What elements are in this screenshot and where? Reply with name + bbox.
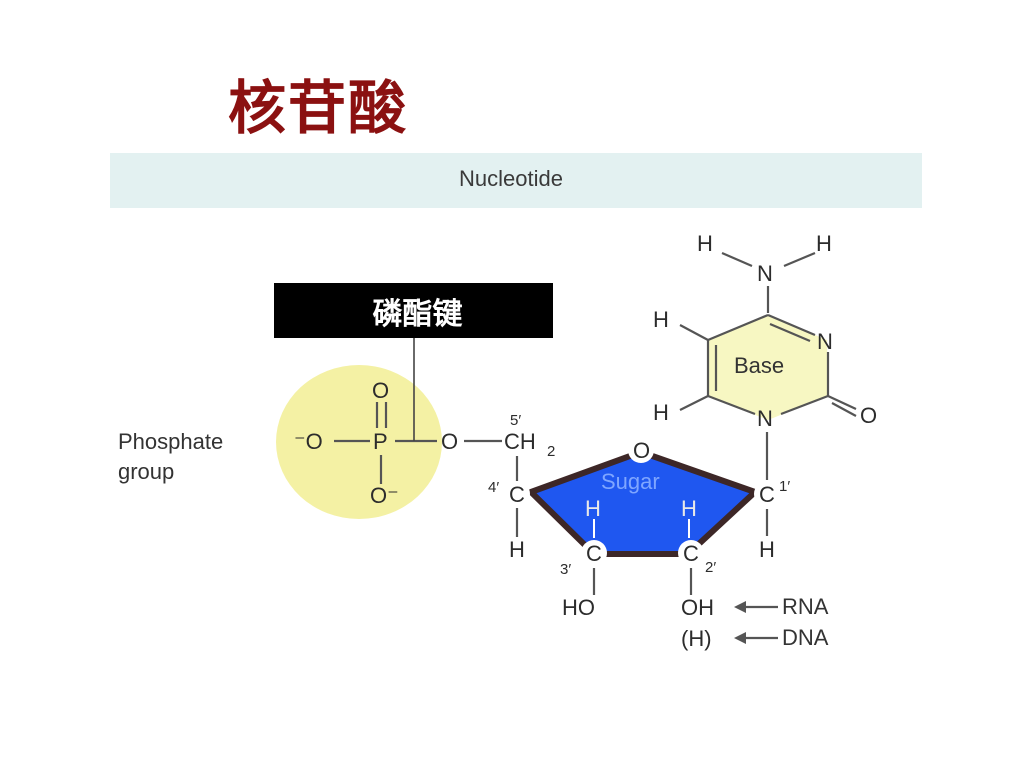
- c4-atom: C: [509, 482, 525, 507]
- slide-title: 核苷酸: [228, 74, 409, 142]
- phosphate-group-label-1: Phosphate: [118, 429, 223, 454]
- sugar-o-backdrop: [628, 437, 654, 463]
- phosphate-o-left: ⁻O: [294, 429, 323, 454]
- bond-c2-o-a: [827, 395, 857, 410]
- header-title: Nucleotide: [459, 166, 563, 191]
- amino-h-right: H: [816, 231, 832, 256]
- bond-c2-o-b: [831, 402, 857, 417]
- c5-ch2-subscript: 2: [547, 443, 555, 460]
- c2-backdrop: [678, 540, 704, 566]
- base-h-c5: H: [653, 307, 669, 332]
- bond-n-h-right: [783, 251, 816, 268]
- phosphate-o-top: O: [372, 378, 389, 403]
- base-carbonyl-o: O: [860, 403, 877, 428]
- bond-c5-h: [679, 324, 709, 341]
- ring-bond-n1-c2: [780, 394, 829, 416]
- c1-h-atom: H: [759, 537, 775, 562]
- c5-ch-atom: CH: [504, 429, 536, 454]
- sugar-ring: [528, 449, 758, 557]
- arrow-dna-head: [734, 632, 746, 644]
- c4-backdrop: [504, 481, 530, 507]
- phosphorus-atom: P: [373, 429, 388, 454]
- c2-h-dna: (H): [681, 626, 712, 651]
- c3-h-atom: H: [585, 496, 601, 521]
- ring-bond-c4-n3-a: [767, 313, 816, 337]
- header-band: Nucleotide: [110, 153, 922, 208]
- phosphate-group-label-2: group: [118, 459, 174, 484]
- sugar-ring-o-atom: O: [633, 438, 650, 463]
- base-label: Base: [734, 353, 784, 378]
- c2-atom: C: [683, 541, 699, 566]
- c2-prime-label: 2′: [705, 559, 716, 576]
- amino-h-left: H: [697, 231, 713, 256]
- c3-atom: C: [586, 541, 602, 566]
- ring-bond-c6-n1: [707, 394, 756, 416]
- rna-label: RNA: [782, 594, 829, 619]
- amino-n-atom: N: [757, 261, 773, 286]
- c1-atom: C: [759, 482, 775, 507]
- ester-o-atom: O: [441, 429, 458, 454]
- base-n3-atom: N: [817, 329, 833, 354]
- ring-bond-c4-c5: [707, 313, 769, 342]
- c1-backdrop: [754, 481, 780, 507]
- c3-ho-group: HO: [562, 595, 595, 620]
- phosphoester-bond-callout: 磷酯键: [274, 283, 553, 338]
- base-n1-atom: N: [757, 406, 773, 431]
- bond-n-h-left: [721, 251, 753, 268]
- ring-bond-c4-n3-b: [769, 322, 811, 343]
- c2-h-atom: H: [681, 496, 697, 521]
- base-ring-highlight: [708, 315, 828, 420]
- c3-prime-label: 3′: [560, 561, 571, 578]
- dna-label: DNA: [782, 625, 829, 650]
- base-h-c6: H: [653, 400, 669, 425]
- sugar-label: Sugar: [601, 469, 660, 494]
- c4-h-atom: H: [509, 537, 525, 562]
- c2-oh-group: OH: [681, 595, 714, 620]
- c3-backdrop: [581, 540, 607, 566]
- arrow-rna-head: [734, 601, 746, 613]
- c5-prime-label: 5′: [510, 412, 521, 429]
- bond-c6-h: [679, 395, 709, 411]
- c4-prime-label: 4′: [488, 479, 499, 496]
- phosphate-o-bottom: O⁻: [370, 483, 399, 508]
- c1-prime-label: 1′: [779, 478, 790, 495]
